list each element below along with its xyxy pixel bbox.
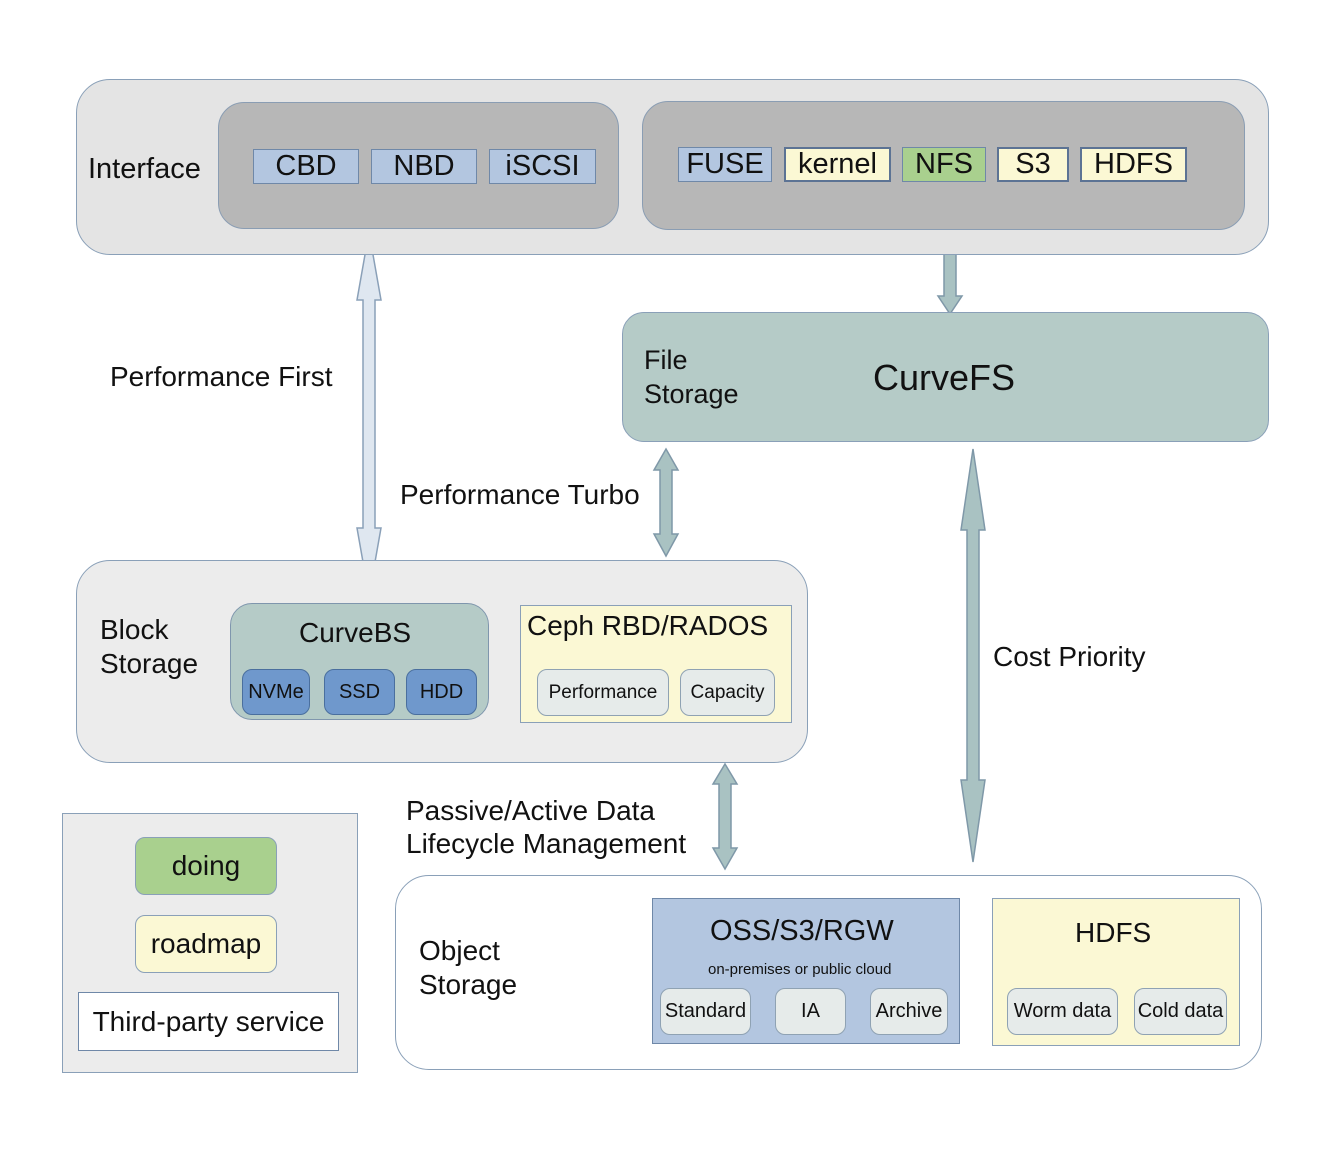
- ia-tier: IA: [775, 988, 846, 1035]
- cost-priority-label: Cost Priority: [993, 641, 1146, 672]
- performance-first-label: Performance First: [110, 361, 333, 392]
- kernel-interface: kernel: [784, 147, 891, 182]
- performance-turbo-arrow: [652, 447, 680, 558]
- curvebs-title: CurveBS: [299, 617, 412, 648]
- hdfs-title: HDFS: [1075, 917, 1152, 948]
- s3-interface: S3: [997, 147, 1069, 182]
- nfs-interface: NFS: [902, 147, 986, 182]
- hdfs-interface: HDFS: [1080, 147, 1187, 182]
- curvefs-title: CurveFS: [873, 357, 1016, 398]
- lifecycle-label: Passive/Active Data Lifecycle Management: [406, 795, 687, 860]
- cold-data-tag: Cold data: [1134, 988, 1227, 1035]
- cbd-interface: CBD: [253, 149, 359, 184]
- iscsi-interface: iSCSI: [489, 149, 596, 184]
- nvme-disk: NVMe: [242, 669, 310, 715]
- legend-roadmap: roadmap: [135, 915, 277, 973]
- file-storage-label: File Storage: [644, 345, 739, 409]
- block-storage-label: Block Storage: [100, 614, 199, 680]
- worm-data-tag: Worm data: [1007, 988, 1118, 1035]
- performance-turbo-label: Performance Turbo: [400, 479, 640, 510]
- interface-label: Interface: [88, 153, 201, 185]
- object-storage-label: Object Storage: [419, 935, 518, 1001]
- fuse-interface: FUSE: [678, 147, 772, 182]
- ceph-capacity-tag: Capacity: [680, 669, 775, 716]
- oss-title: OSS/S3/RGW: [710, 915, 894, 947]
- legend-doing: doing: [135, 837, 277, 895]
- oss-subtitle: on-premises or public cloud: [708, 961, 892, 978]
- legend-third-party: Third-party service: [78, 992, 339, 1051]
- performance-first-arrow: [356, 231, 382, 597]
- archive-tier: Archive: [870, 988, 948, 1035]
- ssd-disk: SSD: [324, 669, 395, 715]
- ceph-title: Ceph RBD/RADOS: [527, 610, 769, 641]
- nbd-interface: NBD: [371, 149, 477, 184]
- cost-priority-arrow: [960, 448, 986, 863]
- hdd-disk: HDD: [406, 669, 477, 715]
- lifecycle-arrow: [711, 762, 739, 871]
- standard-tier: Standard: [660, 988, 751, 1035]
- ceph-performance-tag: Performance: [537, 669, 669, 716]
- file-storage-layer: [622, 312, 1269, 442]
